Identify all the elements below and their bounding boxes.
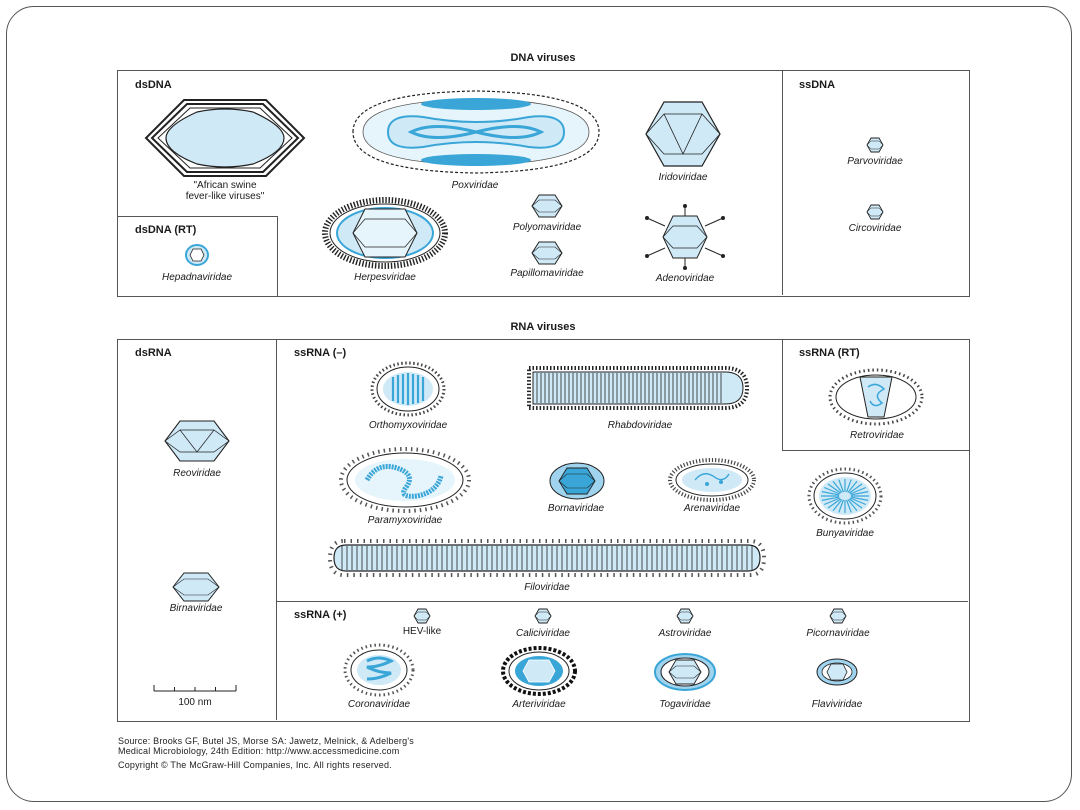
dsdna-rt-label: dsDNA (RT) bbox=[135, 224, 197, 236]
bornaviridae-label: Bornaviridae bbox=[547, 503, 605, 514]
scale-bar-graphic bbox=[153, 685, 237, 692]
ssrna-rt-label: ssRNA (RT) bbox=[799, 347, 860, 359]
hev-like-label: HEV-like bbox=[402, 626, 442, 637]
astroviridae-label: Astroviridae bbox=[658, 628, 712, 639]
dsrna-label: dsRNA bbox=[135, 347, 172, 359]
parvoviridae-label: Parvoviridae bbox=[847, 156, 903, 167]
reoviridae-virion-icon bbox=[164, 420, 230, 462]
filoviridae-virion-icon bbox=[327, 539, 767, 577]
adenoviridae-label: Adenoviridae bbox=[655, 273, 715, 284]
coronaviridae-label: Coronaviridae bbox=[347, 699, 411, 710]
togaviridae-virion-icon bbox=[654, 653, 716, 691]
caliciviridae-virion-icon bbox=[534, 608, 552, 624]
caliciviridae-label: Caliciviridae bbox=[516, 628, 570, 639]
poxviridae-label: Poxviridae bbox=[451, 180, 499, 191]
polyomaviridae-label: Polyomaviridae bbox=[512, 222, 582, 233]
hev-like-virion-icon bbox=[413, 608, 431, 624]
african-swine-fever-label: "African swine fever-like viruses" bbox=[185, 180, 265, 202]
filoviridae-label: Filoviridae bbox=[524, 582, 570, 593]
paramyxoviridae-label: Paramyxoviridae bbox=[367, 515, 443, 526]
picornaviridae-virion-icon bbox=[829, 608, 847, 624]
copyright-line: Copyright © The McGraw-Hill Companies, I… bbox=[118, 760, 392, 770]
circoviridae-virion-icon bbox=[866, 204, 884, 220]
flaviviridae-virion-icon bbox=[816, 658, 858, 686]
parvoviridae-virion-icon bbox=[866, 137, 884, 153]
paramyxoviridae-virion-icon bbox=[339, 447, 471, 513]
arteriviridae-label: Arteriviridae bbox=[512, 699, 566, 710]
arenaviridae-label: Arenaviridae bbox=[683, 503, 741, 514]
ssdna-label: ssDNA bbox=[799, 79, 836, 91]
ssrna-pos-label: ssRNA (+) bbox=[294, 609, 347, 621]
polyomaviridae-virion-icon bbox=[531, 194, 563, 218]
birnaviridae-label: Birnaviridae bbox=[169, 603, 223, 614]
hepadnaviridae-label: Hepadnaviridae bbox=[161, 272, 233, 283]
african-swine-fever-virion-icon bbox=[144, 99, 306, 177]
flaviviridae-label: Flaviviridae bbox=[811, 699, 863, 710]
ssrna-pos-divider bbox=[276, 601, 968, 602]
ssrna-neg-label: ssRNA (–) bbox=[294, 347, 347, 359]
circoviridae-label: Circoviridae bbox=[848, 223, 902, 234]
iridoviridae-virion-icon bbox=[645, 101, 721, 167]
orthomyxoviridae-virion-icon bbox=[370, 361, 446, 417]
source-line-1: Source: Brooks GF, Butel JS, Morse SA: J… bbox=[118, 736, 414, 746]
rhabdoviridae-virion-icon bbox=[527, 366, 750, 410]
ssrna-rt-panel bbox=[782, 339, 970, 451]
rna-panel bbox=[117, 339, 970, 722]
ssdna-divider bbox=[782, 70, 783, 295]
picornaviridae-label: Picornaviridae bbox=[806, 628, 870, 639]
coronaviridae-virion-icon bbox=[343, 643, 415, 697]
dna-panel bbox=[117, 70, 970, 297]
togaviridae-label: Togaviridae bbox=[659, 699, 711, 710]
poxviridae-virion-icon bbox=[352, 90, 600, 174]
arenaviridae-virion-icon bbox=[668, 458, 756, 502]
retroviridae-label: Retroviridae bbox=[850, 430, 904, 441]
birnaviridae-virion-icon bbox=[172, 572, 220, 602]
rhabdoviridae-label: Rhabdoviridae bbox=[607, 420, 673, 431]
bunyaviridae-virion-icon bbox=[807, 467, 883, 525]
scale-bar-label: 100 nm bbox=[178, 697, 212, 708]
herpesviridae-label: Herpesviridae bbox=[354, 272, 416, 283]
dsdna-rt-panel bbox=[117, 216, 278, 297]
astroviridae-virion-icon bbox=[676, 608, 694, 624]
papillomaviridae-label: Papillomaviridae bbox=[510, 268, 584, 279]
iridoviridae-label: Iridoviridae bbox=[658, 172, 708, 183]
papillomaviridae-virion-icon bbox=[531, 241, 563, 265]
dsdna-label: dsDNA bbox=[135, 79, 172, 91]
herpesviridae-virion-icon bbox=[322, 197, 448, 269]
reoviridae-label: Reoviridae bbox=[173, 468, 221, 479]
bunyaviridae-label: Bunyaviridae bbox=[816, 528, 874, 539]
arteriviridae-virion-icon bbox=[501, 646, 577, 696]
orthomyxoviridae-label: Orthomyxoviridae bbox=[368, 420, 448, 431]
bornaviridae-virion-icon bbox=[549, 462, 605, 500]
hepadnaviridae-virion-icon bbox=[185, 244, 209, 266]
dsrna-divider bbox=[276, 339, 277, 720]
adenoviridae-virion-icon bbox=[645, 204, 725, 270]
rna-section-title: RNA viruses bbox=[510, 321, 576, 333]
source-line-2: Medical Microbiology, 24th Edition: http… bbox=[118, 746, 400, 756]
dna-section-title: DNA viruses bbox=[510, 52, 576, 64]
retroviridae-virion-icon bbox=[828, 368, 924, 426]
